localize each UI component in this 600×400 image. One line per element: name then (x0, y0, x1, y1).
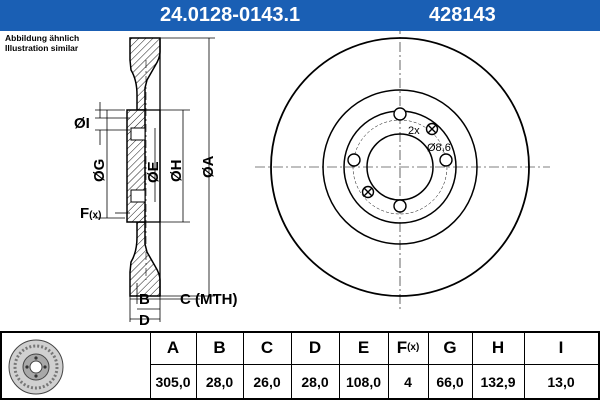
disc-front-view: 2x Ø8,6 (255, 31, 550, 312)
table-value-f: 4 (404, 374, 412, 390)
part-number: 24.0128-0143.1 (160, 4, 301, 26)
table-header-g: G (443, 337, 457, 357)
wheel-bolt-hole (439, 153, 453, 167)
table-value-a: 305,0 (155, 374, 191, 390)
table-header-h: H (491, 337, 505, 357)
note-line-de: Abbildung ähnlich (5, 33, 80, 43)
friction-ring-lower (129, 221, 161, 297)
table-header-d: D (308, 337, 322, 357)
label-dia-e: ØE (145, 161, 162, 183)
friction-surface-inner (322, 89, 478, 245)
dimensions-table: A B C D E F(x) G H I 305,0 28,0 26,0 28,… (0, 331, 600, 400)
header-bar: 24.0128-0143.1 428143 (0, 0, 600, 31)
table-header-c: C (260, 337, 274, 357)
holes-diameter-label: Ø8,6 (427, 142, 451, 154)
hub-face (126, 109, 146, 223)
table-header-a: A (166, 337, 180, 357)
label-c: C (MTH) (180, 291, 237, 308)
label-d: D (139, 312, 150, 329)
table-header-b: B (213, 337, 226, 357)
table-value-g: 66,0 (436, 374, 464, 390)
table-value-h: 132,9 (480, 374, 516, 390)
disc-thumbnail (8, 339, 64, 395)
holes-count-label: 2x (408, 125, 420, 137)
disc-cross-section (126, 37, 161, 297)
technical-drawing: ØI ØG ØE ØH ØA F(x) B C (MTH) D 2x Ø8,6 (74, 31, 550, 329)
table-value-e: 108,0 (345, 374, 382, 390)
table-header-i: I (558, 337, 564, 357)
label-dia-h: ØH (168, 160, 185, 183)
wheel-bolt-hole (393, 107, 407, 121)
table-value-i: 13,0 (547, 374, 575, 390)
label-b: B (139, 291, 150, 308)
illustration-note: Abbildung ähnlich Illustration similar (5, 33, 79, 53)
wheel-bolt-hole (347, 153, 361, 167)
label-f: F(x) (80, 205, 101, 222)
note-line-en: Illustration similar (5, 43, 79, 53)
table-value-b: 28,0 (205, 374, 234, 390)
label-dia-a: ØA (200, 155, 217, 178)
table-value-d: 28,0 (301, 374, 329, 390)
table-header-e: E (357, 337, 370, 357)
disc-outer-edge (270, 37, 530, 297)
label-dia-i: ØI (74, 115, 90, 132)
dimension-lines (95, 37, 215, 322)
label-dia-g: ØG (91, 159, 108, 182)
table-header-f: F(x) (396, 337, 420, 357)
table-value-c: 26,0 (253, 374, 281, 390)
friction-ring-upper (129, 37, 161, 111)
reference-number: 428143 (429, 4, 496, 26)
wheel-bolt-hole (393, 199, 407, 213)
